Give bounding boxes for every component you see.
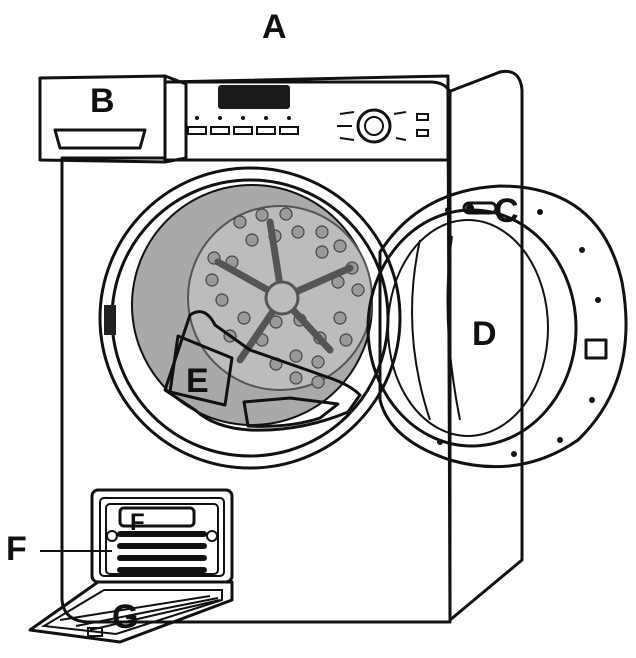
display-window — [218, 85, 290, 109]
label-g: G — [112, 598, 138, 636]
label-a: A — [262, 8, 287, 46]
heat-exchanger-cover — [28, 580, 234, 644]
door-catch — [104, 305, 116, 335]
label-f-outside: F — [6, 530, 27, 568]
label-b: B — [90, 82, 115, 120]
label-f-inside: F — [130, 509, 145, 536]
control-panel — [163, 74, 450, 162]
drum-back-perforated — [187, 205, 373, 391]
program-dial-icon — [337, 108, 407, 144]
cabinet-side-panel — [446, 69, 524, 622]
door-handle-icon — [462, 201, 498, 215]
indicator-light-1 — [416, 113, 429, 121]
cabinet-front — [60, 80, 452, 624]
heat-exchanger-compartment — [90, 488, 234, 584]
label-e: E — [186, 362, 209, 400]
drum-opening-rim — [98, 166, 402, 470]
indicator-light-2 — [416, 129, 429, 137]
water-container-drawer — [38, 74, 188, 164]
fluff-filter — [163, 310, 362, 432]
label-d: D — [472, 315, 497, 353]
label-c: C — [494, 192, 519, 230]
program-buttons — [187, 116, 299, 135]
door-latch — [584, 338, 608, 360]
